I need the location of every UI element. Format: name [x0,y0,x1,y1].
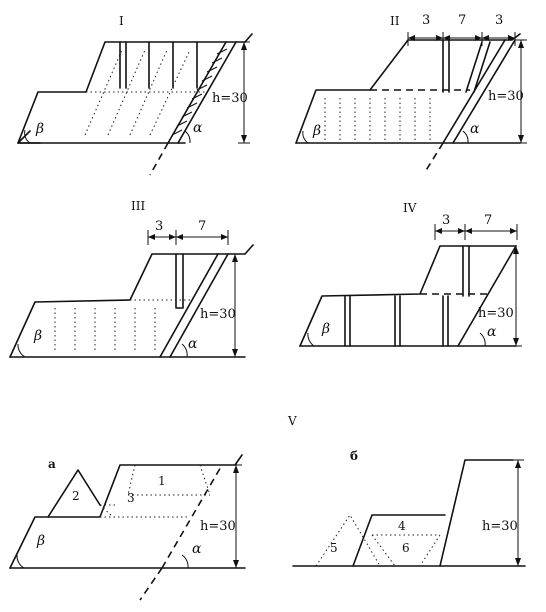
panel-5a-beta-arc [16,554,25,569]
panel-5a-number-3: 3 [127,491,135,505]
panel-5b-height-label: h=30 [482,519,518,534]
panel-5b-dotted-cone-5 [315,514,381,567]
panel-4-roman-numeral: IV [403,201,417,215]
panel-4-beta-symbol: β [321,321,330,337]
panel-5b-letter: б [350,449,358,463]
panel-1-dotted-diagonals [84,49,191,136]
panel-1-pillars [119,41,198,89]
panel-5a-height-dimension [230,464,242,569]
panel-1-wall-hatching [171,48,228,136]
panel-4-pillars [344,295,449,347]
panel-4-alpha-arc [479,332,486,347]
panel-2-wall-extension [424,142,444,173]
panel-3-alpha-arc [181,343,188,358]
panel-5b-dotted-blocks [371,534,441,567]
panel-3-beta-symbol: β [33,328,42,344]
panel-5a-dashed-wall [161,464,223,569]
panel-5b-number-4: 4 [398,519,406,533]
panel-4: IV 3 7 h=30 β α [299,201,522,347]
panel-1-top-tick [244,33,253,43]
panel-2-dim-3-left: 3 [422,13,430,28]
panel-5a-alpha-arc [181,554,189,569]
panel-5b-lower-bench [352,514,446,567]
panel-2-top-dimensions [407,32,516,46]
panel-2-dotted-columns [324,95,431,140]
panel-2-beta-symbol: β [312,123,321,139]
panel-4-slot [462,245,470,297]
panel-1-roman-numeral: I [119,14,124,28]
panel-2-roman-numeral: II [390,14,400,28]
panel-5b: б 4 5 6 h=30 [292,449,526,567]
panel-5a-beta-symbol: β [36,533,45,549]
panel-5a: a 1 2 3 h=30 β α [9,454,246,601]
panel-5a-bench-profile [9,454,243,569]
panel-3-roman-numeral: III [131,199,145,213]
panel-3-dim-7: 7 [198,219,206,234]
panel-5a-number-2: 2 [72,489,80,503]
panel-4-dim-7: 7 [484,213,492,228]
panel-1-beta-symbol: β [35,121,44,137]
panel-2-beta-arc [302,130,309,144]
panel-5b-height-dimension [512,459,524,567]
panel-3-bench-profile [9,244,254,358]
panel-3-alpha-symbol: α [188,336,198,352]
panel-5a-height-label: h=30 [200,519,236,534]
panel-5a-letter: a [48,457,56,471]
panel-5b-upper-bench [439,459,514,567]
panel-5a-wall-extension [139,567,163,601]
panel-2: II 3 7 3 h=30 β α [295,13,527,173]
panel-4-dim-3: 3 [442,213,450,228]
panel-1-height-label: h=30 [212,91,248,106]
panel-5b-number-5: 5 [330,541,338,555]
panel-3-slot [175,253,184,309]
panel-2-alpha-symbol: α [470,121,480,137]
panel-4-top-dimensions [434,224,518,240]
panel-2-alpha-arc [462,130,469,144]
panel-5-roman-numeral: V [287,414,297,428]
panel-3-height-dimension [229,253,241,358]
panel-3-height-label: h=30 [200,307,236,322]
panel-5b-number-6: 6 [402,541,410,555]
panel-4-bench-profile [299,245,517,347]
panel-3-inclined-wall [159,253,229,358]
panel-1-wall-extension [149,142,169,176]
panel-5a-alpha-symbol: α [192,541,202,557]
panel-1-beta-wedge [17,130,41,144]
panel-4-inclined-wall [457,245,517,347]
panel-3-dotted-columns [54,305,156,350]
panel-2-slot [442,39,491,93]
panel-5a-cone-2 [47,469,101,518]
panel-1-alpha-arc [184,130,191,144]
panel-2-dim-7: 7 [458,13,466,28]
panel-1-alpha-symbol: α [193,120,203,136]
panel-3: III 3 7 h=30 β α [9,199,254,358]
panel-3-dim-3: 3 [155,219,163,234]
panel-4-height-label: h=30 [478,306,514,321]
panel-4-beta-arc [307,332,315,347]
panel-5a-dotted-blocks [100,464,211,518]
panel-2-height-label: h=30 [488,89,524,104]
panel-5a-number-1: 1 [158,474,166,488]
panel-2-dim-3-right: 3 [495,13,503,28]
panel-3-top-dimensions [147,230,229,245]
panel-2-bench-profile [295,33,521,144]
panel-4-height-dimension [510,246,522,347]
panel-5a-cone-2-dotted [99,504,115,518]
panel-4-alpha-symbol: α [487,324,497,340]
panel-1: I h=30 β α [17,14,253,176]
panel-3-beta-arc [17,343,26,358]
